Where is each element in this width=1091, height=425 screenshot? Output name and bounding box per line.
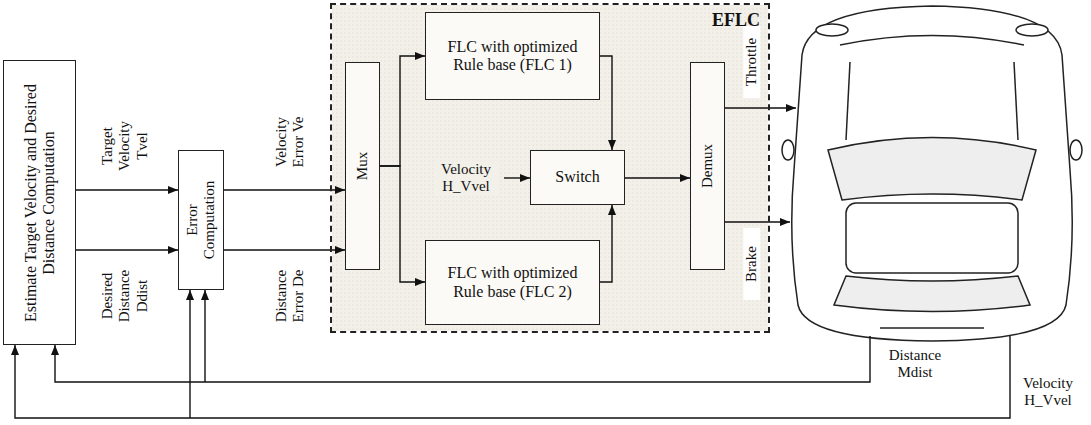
car-headlight xyxy=(1016,24,1048,36)
car-body xyxy=(792,6,1073,341)
region-fill xyxy=(332,5,768,331)
block-label: FLC with optimized Rule base (FLC 1) xyxy=(438,38,588,75)
signal-label: Velocity H_Vvel xyxy=(1017,375,1079,410)
car-mirror xyxy=(1070,140,1082,160)
signal-arrow xyxy=(600,205,612,282)
car-hood-line xyxy=(846,62,850,140)
block-label: Mux xyxy=(354,91,371,241)
signal-label: Distance Mdist xyxy=(880,347,950,382)
signal-label: Throttle xyxy=(743,26,760,98)
block-box: FLC with optimized Rule base (FLC 2) xyxy=(425,240,600,325)
signal-label: Target Velocity Tvel xyxy=(99,111,151,181)
block-box: Demux xyxy=(690,62,725,270)
block-label: Estimate Target Velocity and Desired Dis… xyxy=(21,68,58,338)
signal-label: Desired Distance Ddist xyxy=(99,256,151,336)
signal-arrow xyxy=(625,177,690,178)
distance-feedback-wire xyxy=(55,336,870,382)
signal-label: Velocity H_Vvel xyxy=(434,161,498,196)
signal-arrow xyxy=(380,56,425,166)
velocity-feedback-wire xyxy=(189,290,190,418)
car-roof xyxy=(846,203,1018,273)
distance-feedback-wire xyxy=(204,290,205,382)
block-label: Switch xyxy=(535,168,620,186)
signal-label: Brake xyxy=(743,228,760,300)
car-hood-line xyxy=(1014,62,1018,140)
throttle-wire xyxy=(725,107,796,108)
block-box: Error Computation xyxy=(178,150,224,290)
car-rear-window xyxy=(834,276,1030,312)
signal-arrow xyxy=(600,56,612,150)
signal-arrow xyxy=(224,189,345,190)
car-windshield xyxy=(828,138,1036,201)
block-box: Switch xyxy=(530,150,625,205)
block-box: Estimate Target Velocity and Desired Dis… xyxy=(3,60,76,345)
car-hood-line xyxy=(840,36,1024,46)
signal-label: Velocity Error Ve xyxy=(273,106,308,178)
block-label: Error Computation xyxy=(184,170,219,270)
controller-region: EFLCMuxFLC with optimized Rule base (FLC… xyxy=(330,3,770,333)
signal-arrow xyxy=(224,249,345,250)
velocity-feedback-wire xyxy=(15,336,1010,418)
block-label: FLC with optimized Rule base (FLC 2) xyxy=(438,264,588,301)
velocity-input-wire xyxy=(504,177,530,178)
signal-label: Distance Error De xyxy=(273,260,308,332)
block-box: Mux xyxy=(345,62,380,270)
car-headlight xyxy=(816,24,848,36)
block-label: Demux xyxy=(699,91,716,241)
car-mirror xyxy=(782,140,794,160)
car-illustration xyxy=(782,6,1082,341)
signal-arrow xyxy=(380,166,425,282)
car-trunk-line xyxy=(880,327,984,329)
signal-arrow xyxy=(76,249,178,250)
signal-arrow xyxy=(76,189,178,190)
brake-wire xyxy=(725,221,790,222)
block-box: FLC with optimized Rule base (FLC 1) xyxy=(425,12,600,100)
